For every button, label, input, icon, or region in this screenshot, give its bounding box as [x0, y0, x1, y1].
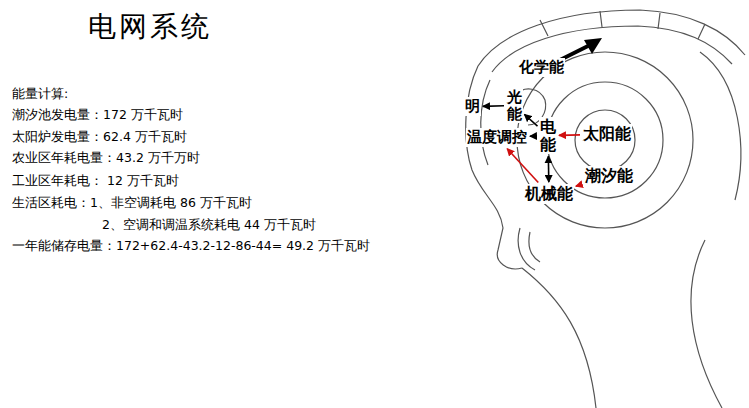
energy-label: 化学能	[518, 58, 565, 77]
energy-text-line: 潮汐池发电量：172 万千瓦时	[12, 107, 183, 124]
face-inner	[481, 80, 490, 165]
energy-label: 太阳能	[582, 124, 632, 144]
energy-arrow	[559, 134, 580, 136]
energy-label: 潮汐能	[584, 166, 634, 186]
neck-front	[522, 268, 596, 408]
big-arrow-head	[584, 38, 602, 54]
energy-text-line: 工业区年耗电： 12 万千瓦时	[12, 173, 179, 190]
ear-detail	[518, 228, 540, 270]
energy-arrow	[576, 184, 582, 186]
energy-label: 机械能	[524, 184, 574, 204]
energy-node: 潮汐能	[584, 166, 634, 186]
energy-node: 化学能	[518, 58, 565, 77]
middle-ring	[547, 82, 663, 198]
energy-label: 电能	[539, 117, 557, 154]
energy-arrow	[507, 149, 538, 183]
energy-node: 明	[464, 97, 481, 116]
outer-ring	[517, 52, 693, 228]
band-segments	[540, 11, 705, 39]
energy-text-line: 农业区年耗电量：43.2 万千万时	[12, 150, 200, 167]
energy-text-line: 生活区耗电：1、非空调耗电 86 万千瓦时	[12, 195, 252, 212]
outer-arc	[700, 52, 741, 200]
energy-node: 机械能	[524, 184, 574, 204]
energy-arrow	[524, 114, 537, 126]
energy-node: 光能	[506, 88, 523, 123]
energy-text-line: 一年能储存电量：172+62.4-43.2-12-86-44= 49.2 万千瓦…	[12, 238, 370, 255]
inner-ring	[575, 110, 635, 170]
diagram-title: 电网系统	[88, 8, 212, 46]
neck-back	[691, 240, 722, 408]
energy-text-line: 能量计算:	[12, 86, 68, 103]
energy-node: 温度调控	[466, 128, 528, 147]
energy-node: 太阳能	[582, 124, 632, 144]
energy-text-line: 太阳炉发电量：62.4 万千瓦时	[12, 129, 187, 146]
energy-text-line: 2、空调和调温系统耗电 44 万千瓦时	[102, 217, 316, 234]
energy-label: 明	[464, 97, 481, 116]
energy-arrow	[530, 135, 537, 137]
energy-label: 光能	[506, 88, 523, 123]
energy-arrow	[548, 156, 550, 182]
energy-node: 电能	[539, 117, 557, 154]
energy-label: 温度调控	[466, 128, 528, 147]
energy-arrow	[483, 105, 504, 107]
